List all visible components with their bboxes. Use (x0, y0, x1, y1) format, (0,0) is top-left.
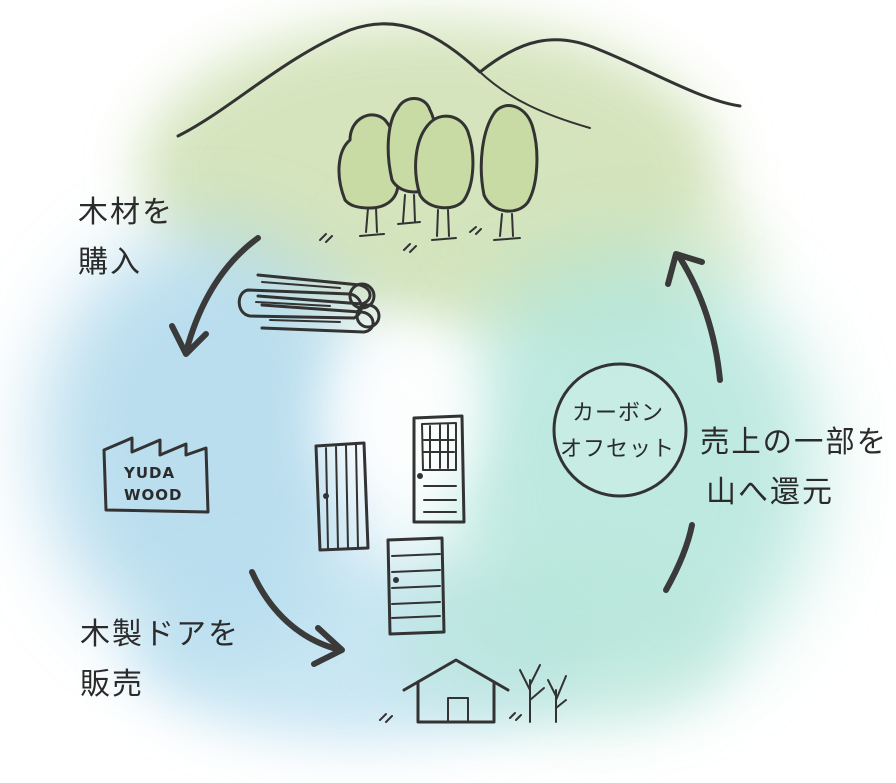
tree-icon (337, 113, 401, 237)
cycle-arrow-icon (663, 522, 695, 593)
log-pile-icon (237, 273, 381, 334)
forest (319, 97, 539, 253)
teal-wash-bottom (390, 550, 730, 730)
factory-name: WOOD (124, 486, 183, 504)
label-return-to-mountain: 売上の一部を (700, 425, 888, 460)
factory-icon (102, 436, 210, 514)
label-buy-wood: 木材を (78, 195, 174, 230)
tree-icon (479, 104, 539, 241)
carbon-offset-circle (552, 362, 688, 498)
house-icon (379, 658, 522, 724)
tree-icon (414, 114, 475, 241)
label-sell-doors: 販売 (80, 667, 144, 702)
cycle-arrow-icon (249, 569, 343, 653)
door-icon (314, 441, 370, 552)
door-icon (412, 414, 466, 524)
cycle-arrow-icon (311, 625, 345, 667)
grass-mark (319, 226, 482, 253)
bare-tree-icon (519, 664, 567, 723)
factory-name: YUDA (123, 464, 175, 482)
label-sell-doors: 木製ドアを (80, 617, 240, 652)
carbon-offset-label: オフセット (560, 437, 675, 462)
carbon-offset-label: カーボン (572, 401, 664, 426)
label-return-to-mountain: 山へ還元 (706, 475, 834, 510)
cycle-arrow-icon (677, 255, 723, 383)
door-icon (386, 536, 446, 636)
label-buy-wood: 購入 (78, 245, 142, 280)
mountain-icon (479, 71, 591, 129)
cycle-arrow-icon (169, 323, 209, 357)
cycle-arrows (169, 235, 723, 667)
mountain-icon (176, 22, 742, 138)
blue-wash-left (40, 230, 380, 650)
cycle-arrow-icon (665, 251, 705, 287)
cycle-arrow-icon (183, 235, 261, 355)
